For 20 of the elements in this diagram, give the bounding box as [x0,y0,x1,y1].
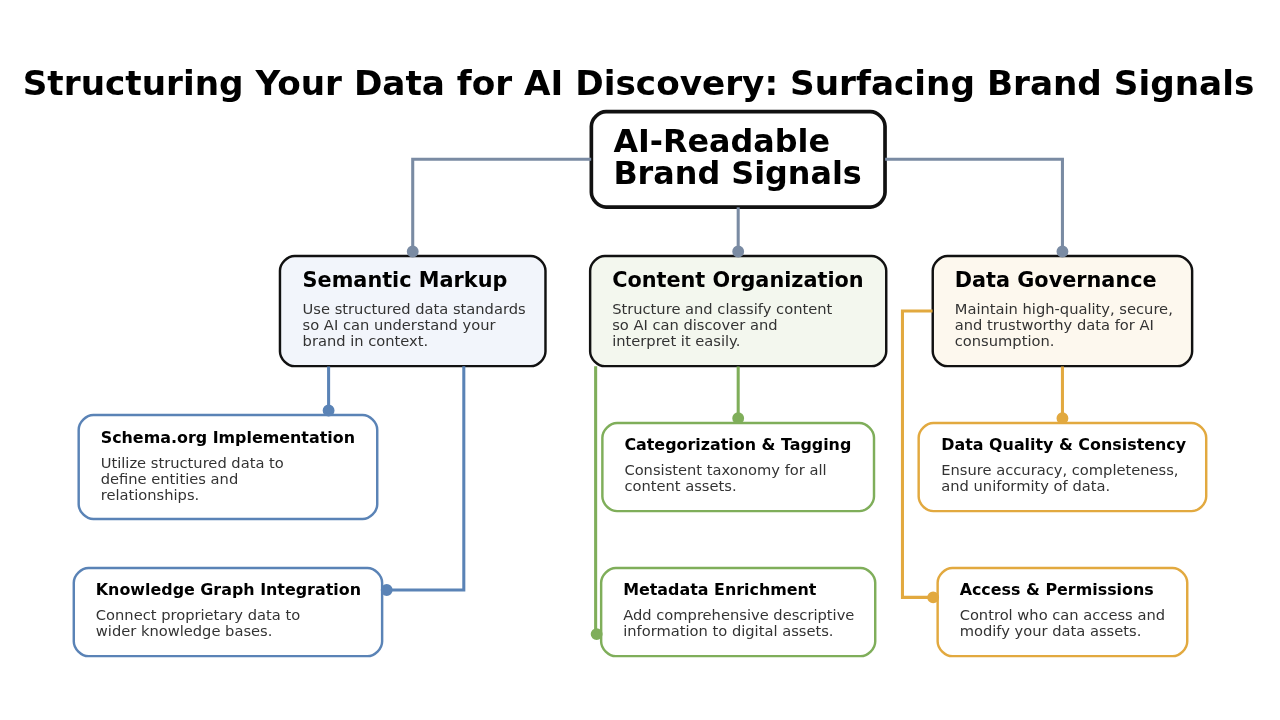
node-box: AI-Readable Brand Signals [589,109,887,209]
connector [380,366,466,596]
connector [406,157,592,258]
connector [590,366,603,640]
node-box: Categorization & Tagging Consistent taxonomy for all content assets. [601,421,876,513]
connector [322,366,335,417]
connector [1056,366,1069,425]
node-box: Schema.org Implementation Utilize structured data to define entities and relationships. [77,413,379,521]
node-box: Knowledge Graph Integration Connect proprietary data to wider knowledge bases. [72,566,384,658]
node-box: Data Quality & Consistency Ensure accuracy, completeness, and uniformity of data. [917,421,1208,513]
connector [732,366,745,425]
node-box: Access & Permissions Control who can access and modify your data assets. [936,566,1189,658]
node-box: Data Governance Maintain high-quality, secure, and trustworthy data for AI consumption. [931,254,1194,368]
node-box: Metadata Enrichment Add comprehensive descriptive information to digital assets. [599,566,877,658]
connector [885,157,1069,258]
node-box: Content Organization Structure and classify content so AI can discover and interpret it easily. [588,254,888,368]
connector [900,309,940,604]
node-box: Semantic Markup Use structured data standards so AI can understand your brand in context. [278,254,547,368]
connector [732,207,745,258]
diagram-title: Structuring Your Data for AI Discovery: Surfacing Brand Signals [22,62,1255,103]
